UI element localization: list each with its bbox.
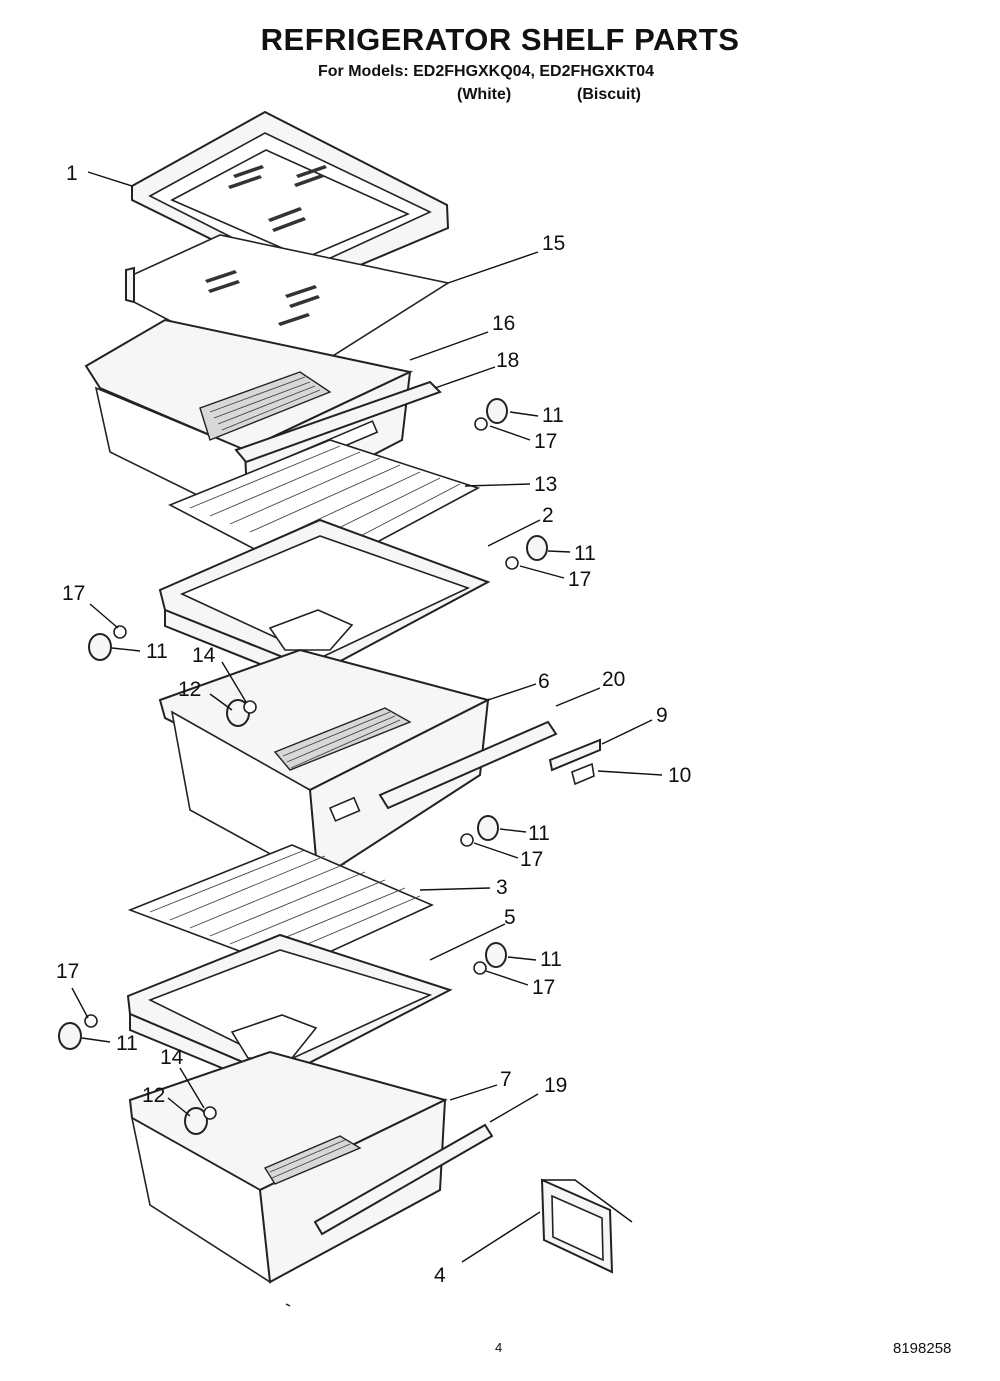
- callout-2: 2: [542, 504, 554, 527]
- callout-3: 3: [496, 876, 508, 899]
- clip-part-9: [548, 738, 601, 772]
- callout-18: 18: [496, 349, 519, 372]
- shelf-insert-part-3: [127, 844, 434, 971]
- callout-20: 20: [602, 668, 625, 691]
- callout-5: 5: [504, 906, 516, 929]
- callout-11: 11: [116, 1032, 138, 1055]
- callout-12: 12: [178, 678, 201, 701]
- page-number: 4: [495, 1340, 503, 1355]
- callout-9: 9: [656, 704, 668, 727]
- crisper-drawer-part-6: [158, 648, 491, 882]
- glass-panel-part-15: [125, 234, 451, 384]
- clip-part-10: [571, 762, 595, 786]
- callout-10: 10: [668, 764, 691, 787]
- callout-17: 17: [520, 848, 543, 871]
- callout-17: 17: [532, 976, 555, 999]
- trim-bar-part-19: [313, 1123, 494, 1236]
- callout-labels: 1 15 16 18 11 17 13 2 11 17 17 11 14 12 …: [56, 162, 691, 1287]
- callout-11: 11: [542, 404, 564, 427]
- trim-bar-part-20: [378, 720, 558, 810]
- callout-17: 17: [568, 568, 591, 591]
- model-numbers: For Models: ED2FHGXKQ04, ED2FHGXKT04: [318, 63, 655, 80]
- callout-1: 1: [66, 162, 78, 185]
- leader-lines: [71, 171, 663, 1263]
- callout-7: 7: [500, 1068, 512, 1091]
- fastener-group: [58, 398, 548, 1135]
- callout-11: 11: [574, 542, 596, 565]
- trim-bar-part-18: [234, 380, 442, 464]
- variant-white: (White): [457, 86, 512, 103]
- page-title: REFRIGERATOR SHELF PARTS: [260, 22, 740, 57]
- callout-11: 11: [528, 822, 550, 845]
- variant-biscuit: (Biscuit): [577, 86, 641, 103]
- callout-17: 17: [62, 582, 85, 605]
- callout-15: 15: [542, 232, 565, 255]
- callout-11: 11: [146, 640, 168, 663]
- shelf-frame-part-1: [131, 110, 450, 289]
- callout-17: 17: [56, 960, 79, 983]
- callout-19: 19: [544, 1074, 567, 1097]
- document-code: 8198258: [893, 1340, 952, 1357]
- label-holder-part-4: [540, 1178, 633, 1274]
- callout-17: 17: [534, 430, 557, 453]
- callout-4: 4: [434, 1264, 446, 1287]
- callout-6: 6: [538, 670, 550, 693]
- callout-14: 14: [192, 644, 216, 667]
- callout-11: 11: [540, 948, 562, 971]
- callout-13: 13: [534, 473, 557, 496]
- callout-12: 12: [142, 1084, 165, 1107]
- callout-14: 14: [160, 1046, 184, 1069]
- crisper-drawer-part-7: [128, 1050, 448, 1284]
- callout-16: 16: [492, 312, 515, 335]
